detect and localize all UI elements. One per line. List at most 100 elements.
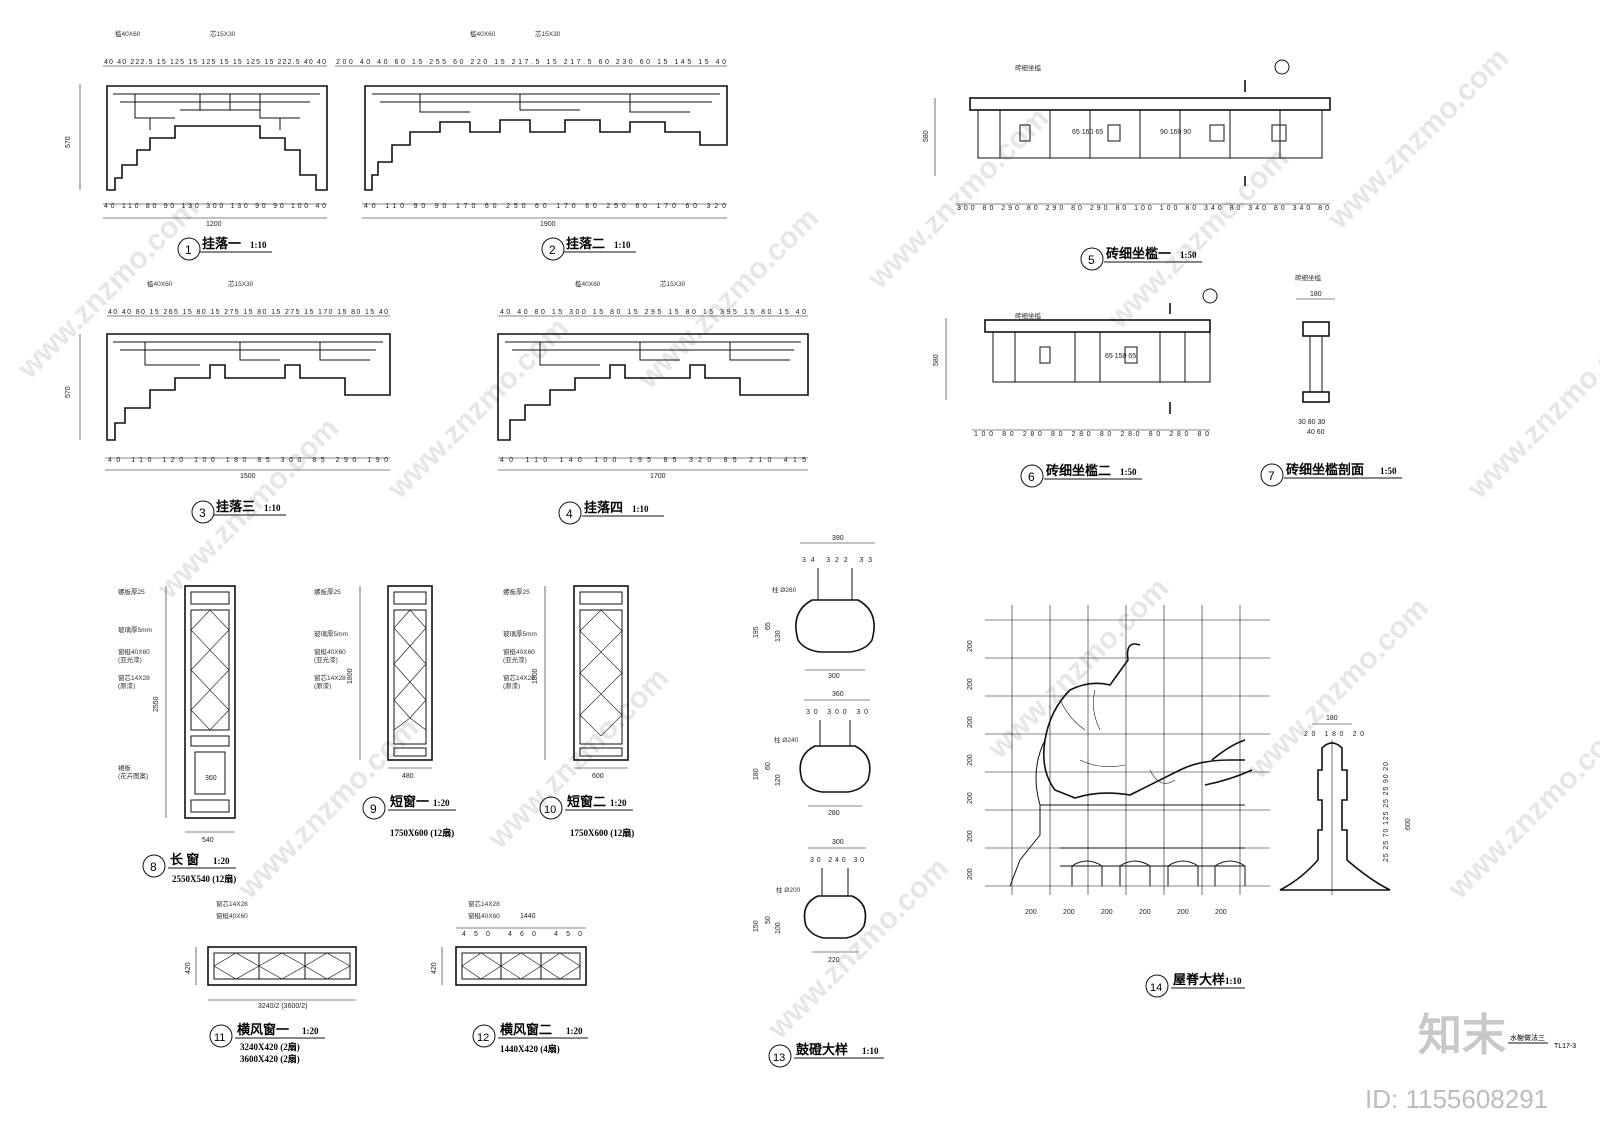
detail-10-label-3: (亚光漆) bbox=[503, 655, 527, 664]
detail-9-label-3: (亚光漆) bbox=[314, 655, 338, 664]
detail-13-d2-h: 180 bbox=[753, 768, 760, 780]
brand-logo: 知末 bbox=[1418, 1011, 1506, 1060]
grid-dim: 200 bbox=[1139, 909, 1151, 916]
detail-4-hanging-fascia: 槛40X60 芯15X30 40 40 80 15 300 15 80 15 2… bbox=[497, 279, 809, 525]
detail-2-overall: 1900 bbox=[540, 221, 556, 228]
detail-13-d3-base: 220 bbox=[828, 957, 840, 964]
detail-6-brick-sill: 砖细坐槛 580 65 150 65 100 80 280 80 280 80 … bbox=[933, 288, 1218, 488]
detail-14-post-h: 600 bbox=[1405, 818, 1412, 830]
detail-6-height: 580 bbox=[933, 354, 940, 366]
grid-dim: 200 bbox=[1101, 909, 1113, 916]
detail-8-label-2: 窗梃40X60 bbox=[118, 647, 150, 656]
resource-id: ID: 1155608291 bbox=[1365, 1084, 1548, 1114]
detail-5-title: 砖细坐槛一 bbox=[1106, 246, 1171, 261]
detail-9-label-0: 螺板厚25 bbox=[314, 587, 341, 596]
detail-6-bottom-dims: 100 80 280 80 280 80 280 80 280 80 bbox=[974, 431, 1209, 438]
detail-2-note1: 槛40X60 bbox=[470, 29, 496, 38]
detail-14-grid-dims: 200 200 200 200 200 200 200 200 200 200 … bbox=[967, 640, 1227, 916]
detail-1-number: 1 bbox=[185, 243, 192, 257]
detail-9-number: 9 bbox=[370, 802, 377, 816]
detail-9-sub: 1750X600 (12扇) bbox=[390, 827, 454, 838]
detail-12-overall: 1440 bbox=[520, 913, 536, 920]
detail-2-top-dims: 200 40 40 60 15 255 60 220 15 217.5 15 2… bbox=[336, 59, 726, 66]
detail-4-overall: 1700 bbox=[650, 473, 666, 480]
detail-13-d3-parts: 30 240 30 bbox=[810, 857, 864, 864]
title-block: 知末 水榭做法三 TL17-3 ID: 1155608291 bbox=[1365, 1011, 1576, 1114]
detail-3-number: 3 bbox=[199, 506, 206, 520]
detail-1-overall: 1200 bbox=[206, 221, 222, 228]
detail-7-note: 砖细坐槛 bbox=[1295, 273, 1322, 282]
detail-13-d3-col: 柱 Ø200 bbox=[776, 885, 801, 894]
detail-8-label-6: 裙板 bbox=[118, 763, 132, 772]
detail-7-title: 砖细坐槛剖面 bbox=[1286, 462, 1364, 477]
detail-1-top-dims: 40 40 222.5 15 125 15 125 15 15 125 15 2… bbox=[104, 59, 326, 66]
watermark-text: www.znzmo.com bbox=[481, 662, 675, 856]
detail-6-mid-dims: 65 150 65 bbox=[1105, 353, 1136, 360]
detail-8-height: 2550 bbox=[153, 696, 160, 712]
detail-8-label-5: (原漆) bbox=[118, 681, 135, 690]
detail-14-roof-ridge: 200 200 200 200 200 200 200 200 200 200 … bbox=[967, 605, 1412, 998]
detail-12-title: 横风窗二 bbox=[500, 1022, 552, 1037]
detail-13-d3-h2: 100 bbox=[775, 922, 782, 934]
detail-13-d1-h: 195 bbox=[753, 626, 760, 638]
detail-12-number: 12 bbox=[477, 1032, 489, 1044]
detail-8-inner: 360 bbox=[205, 775, 217, 782]
watermark-text: www.znzmo.com bbox=[861, 102, 1055, 296]
detail-8-long-window: 螺板厚25 玻璃厚5mm 窗梃40X60 (亚光漆) 窗芯14X28 (原漆) … bbox=[118, 585, 236, 884]
detail-5-number: 5 bbox=[1088, 253, 1095, 267]
detail-13-d2-parts: 30 300 30 bbox=[806, 709, 868, 716]
detail-1-scale: 1:10 bbox=[250, 240, 267, 250]
watermark-text: www.znzmo.com bbox=[761, 852, 955, 1046]
detail-14-post-top: 180 bbox=[1326, 715, 1338, 722]
detail-13-number: 13 bbox=[773, 1052, 785, 1064]
detail-13-d1-base: 300 bbox=[828, 673, 840, 680]
grid-dim: 200 bbox=[1177, 909, 1189, 916]
detail-11-sub1: 3240X420 (2扇) bbox=[240, 1041, 300, 1052]
detail-13-d3-h1: 50 bbox=[765, 916, 772, 924]
detail-5-note: 砖细坐槛 bbox=[1015, 63, 1042, 72]
watermark-text: www.znzmo.com bbox=[1461, 312, 1600, 506]
detail-5-scale: 1:50 bbox=[1180, 250, 1197, 260]
detail-9-label-1: 玻璃厚5mm bbox=[314, 629, 348, 638]
detail-12-height: 420 bbox=[431, 962, 438, 974]
detail-13-d2-h1: 60 bbox=[765, 762, 772, 770]
detail-6-scale: 1:50 bbox=[1120, 467, 1137, 477]
grid-dim: 200 bbox=[967, 830, 974, 842]
detail-13-d2-top: 360 bbox=[832, 691, 844, 698]
detail-1-title: 挂落一 bbox=[202, 236, 241, 251]
detail-10-label-1: 玻璃厚5mm bbox=[503, 629, 537, 638]
detail-10-label-5: (原漆) bbox=[503, 681, 520, 690]
detail-7-number: 7 bbox=[1268, 469, 1275, 483]
detail-14-scale: 1:10 bbox=[1225, 976, 1242, 986]
detail-6-number: 6 bbox=[1028, 470, 1035, 484]
detail-11-sub2: 3600X420 (2扇) bbox=[240, 1053, 300, 1064]
detail-13-d3-top: 300 bbox=[832, 839, 844, 846]
detail-3-height: 570 bbox=[65, 386, 72, 398]
detail-8-label-4: 窗芯14X28 bbox=[118, 673, 150, 682]
detail-14-post-dims: 25 25 70 125 25 25 90 20 bbox=[1383, 762, 1390, 862]
detail-11-note1: 窗芯14X28 bbox=[216, 899, 248, 908]
detail-14-post-parts: 20 180 20 bbox=[1304, 731, 1364, 738]
detail-11-number: 11 bbox=[214, 1032, 225, 1044]
detail-10-label-2: 窗梃40X60 bbox=[503, 647, 535, 656]
detail-2-bottom-dims: 40 110 90 90 170 60 250 60 170 60 250 60… bbox=[364, 203, 726, 210]
detail-4-note1: 槛40X60 bbox=[575, 279, 601, 288]
detail-10-number: 10 bbox=[544, 804, 556, 816]
detail-9-scale: 1:20 bbox=[433, 798, 450, 808]
detail-3-scale: 1:10 bbox=[264, 503, 281, 513]
watermark-text: www.znzmo.com bbox=[1101, 142, 1295, 336]
grid-dim: 200 bbox=[967, 640, 974, 652]
grid-dim: 200 bbox=[1215, 909, 1227, 916]
detail-5-height: 580 bbox=[923, 130, 930, 142]
detail-14-number: 14 bbox=[1150, 982, 1162, 994]
detail-14-title: 屋脊大样 bbox=[1173, 972, 1225, 987]
detail-6-note: 砖细坐槛 bbox=[1015, 311, 1042, 320]
detail-10-scale: 1:20 bbox=[610, 798, 627, 808]
detail-3-note1: 槛40X60 bbox=[147, 279, 173, 288]
detail-3-overall: 1500 bbox=[240, 473, 256, 480]
detail-13-d1-col: 柱 Ø260 bbox=[772, 585, 797, 594]
watermark-text: www.znzmo.com bbox=[381, 312, 575, 506]
detail-10-width: 600 bbox=[592, 773, 604, 780]
detail-13-d2-h2: 120 bbox=[775, 774, 782, 786]
detail-2-scale: 1:10 bbox=[614, 240, 631, 250]
